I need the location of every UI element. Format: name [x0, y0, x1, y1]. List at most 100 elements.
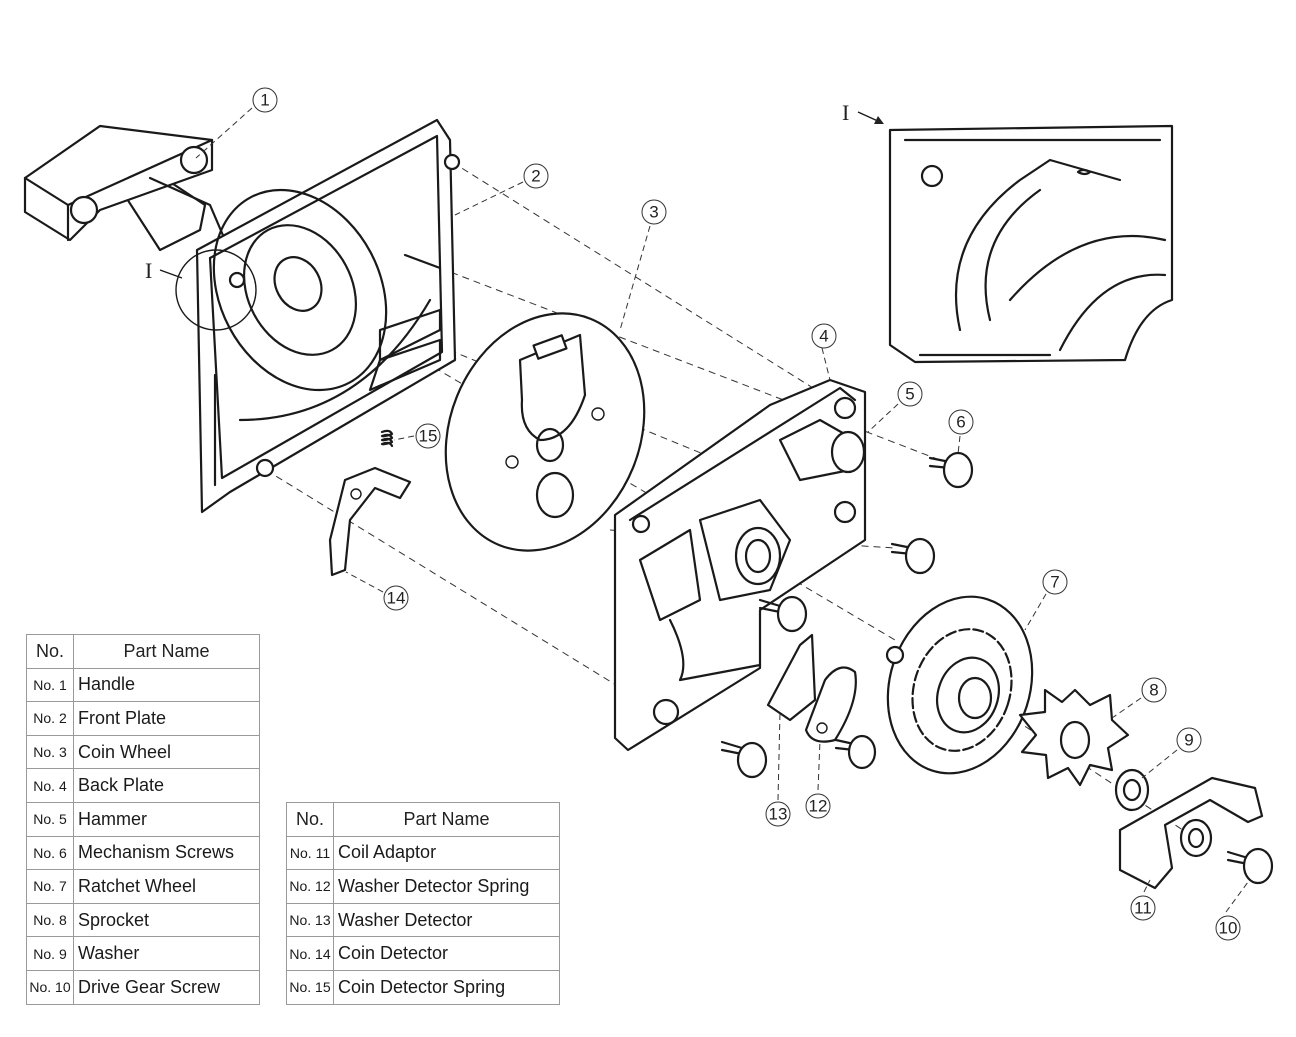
part-no: No. 14 [286, 936, 334, 971]
screw-6d [720, 740, 768, 779]
part-no: No. 4 [26, 768, 74, 803]
handle-part [23, 124, 227, 252]
callout-3: 3 [641, 199, 667, 225]
coil-adaptor-part [1118, 776, 1264, 890]
part-name: Coin Detector Spring [333, 969, 560, 1005]
svg-text:I: I [842, 100, 849, 125]
front-plate-part [175, 118, 461, 514]
callout-9: 9 [1176, 727, 1202, 753]
part-no: No. 11 [286, 835, 334, 871]
svg-text:4: 4 [819, 327, 828, 346]
screw-6c [758, 595, 808, 633]
part-name: Coin Wheel [73, 734, 260, 770]
detail-marker-inset: I [842, 100, 884, 125]
screw-6e [834, 734, 877, 770]
part-no: No. 2 [26, 701, 74, 736]
back-plate-part [613, 378, 867, 752]
part-no: No. 8 [26, 902, 74, 938]
detail-marker-main: I [145, 258, 183, 283]
svg-text:9: 9 [1184, 731, 1193, 750]
header-part-name: Part Name [333, 802, 560, 837]
callout-15: 15 [415, 423, 441, 449]
svg-text:8: 8 [1149, 681, 1158, 700]
callout-14: 14 [383, 585, 409, 611]
coin-wheel-part [444, 312, 646, 552]
callout-6: 6 [948, 409, 974, 435]
header-no: No. [26, 634, 74, 669]
svg-text:7: 7 [1050, 573, 1059, 592]
detail-inset [888, 124, 1174, 364]
svg-text:10: 10 [1219, 919, 1238, 938]
header-no: No. [286, 802, 334, 837]
callout-7: 7 [1042, 569, 1068, 595]
part-no: No. 7 [26, 869, 74, 904]
callout-2: 2 [523, 163, 549, 189]
callout-leaders [195, 107, 1249, 913]
svg-text:13: 13 [769, 805, 788, 824]
callout-4: 4 [811, 323, 837, 349]
part-no: No. 9 [26, 936, 74, 971]
drive-gear-screw-part [1226, 847, 1274, 885]
part-name: Washer [73, 936, 260, 971]
svg-text:11: 11 [1134, 899, 1152, 918]
svg-text:5: 5 [905, 385, 914, 404]
callout-1: 1 [252, 87, 278, 113]
part-name: Back Plate [73, 768, 260, 803]
callout-12: 12 [805, 793, 831, 819]
callout-11: 11 [1130, 895, 1156, 921]
part-name: Sprocket [73, 902, 260, 938]
coin-detector-part [328, 466, 412, 577]
svg-text:12: 12 [809, 797, 828, 816]
svg-text:14: 14 [387, 589, 406, 608]
svg-text:6: 6 [956, 413, 965, 432]
screw-6b [890, 537, 936, 575]
svg-text:I: I [145, 258, 152, 283]
part-name: Washer Detector Spring [333, 869, 560, 904]
washer-detector-spring-part [804, 666, 857, 743]
part-no: No. 6 [26, 835, 74, 871]
coin-detector-spring-part [380, 429, 394, 448]
part-no: No. 1 [26, 667, 74, 703]
ratchet-wheel-part [885, 595, 1034, 775]
sprocket-part [1018, 688, 1130, 787]
part-name: Washer Detector [333, 902, 560, 938]
part-no: No. 12 [286, 869, 334, 904]
part-name: Coil Adaptor [333, 835, 560, 871]
washer-detector-part [766, 633, 817, 722]
svg-text:2: 2 [531, 167, 540, 186]
screw-6a [928, 451, 974, 489]
svg-text:15: 15 [419, 427, 438, 446]
part-name: Hammer [73, 801, 260, 837]
callout-5: 5 [897, 381, 923, 407]
part-name: Coin Detector [333, 936, 560, 971]
table-header-row: No. Part Name [26, 634, 260, 669]
callout-10: 10 [1215, 915, 1241, 941]
svg-text:1: 1 [260, 91, 269, 110]
part-no: No. 15 [286, 969, 334, 1005]
washer-part [1114, 768, 1150, 812]
part-name: Ratchet Wheel [73, 869, 260, 904]
table-header-row: No. Part Name [286, 802, 560, 837]
callout-13: 13 [765, 801, 791, 827]
part-name: Handle [73, 667, 260, 703]
part-no: No. 13 [286, 902, 334, 938]
part-name: Mechanism Screws [73, 835, 260, 871]
callout-8: 8 [1141, 677, 1167, 703]
part-name: Drive Gear Screw [73, 969, 260, 1005]
